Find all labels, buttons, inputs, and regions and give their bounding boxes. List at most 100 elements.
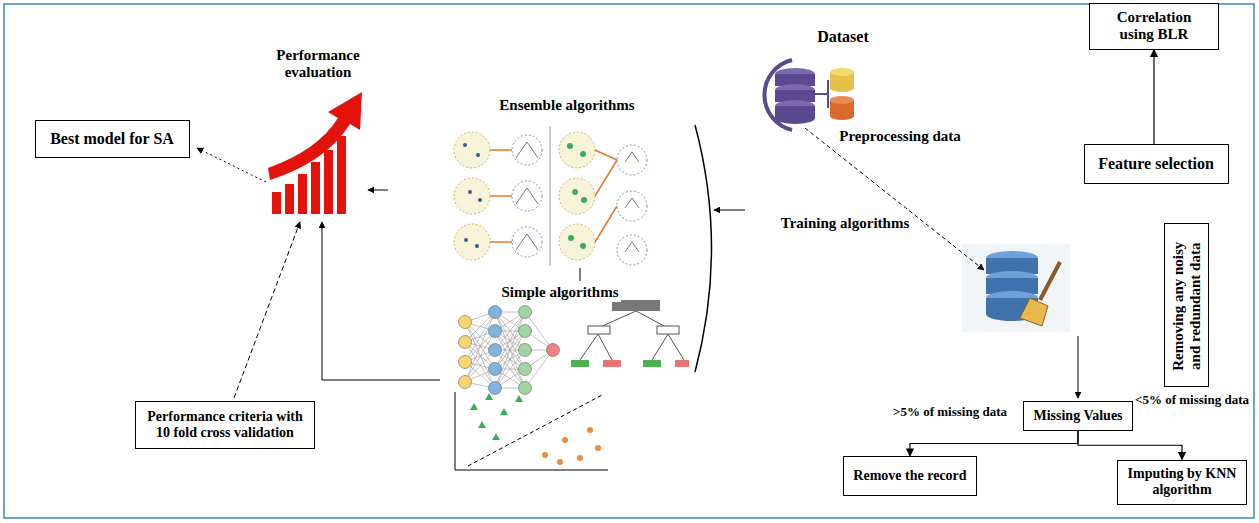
scatter-plot — [468, 394, 604, 466]
ensemble-illustration — [512, 181, 542, 211]
ensemble-illustration — [559, 224, 595, 260]
dataset-icon — [830, 68, 854, 76]
simple-illustration — [519, 363, 532, 376]
flow-arrow — [910, 431, 1078, 456]
ensemble-illustration — [454, 126, 647, 266]
scatter-plot — [587, 427, 593, 433]
scatter-plot — [470, 393, 523, 440]
ensemble-illustration — [512, 135, 542, 165]
simple-illustration — [489, 344, 502, 357]
simple-illustration — [455, 300, 689, 470]
ensemble-illustration — [490, 149, 512, 151]
scatter-plot — [455, 392, 608, 470]
label-text: Preprocessing data — [837, 128, 963, 145]
ensemble-illustration — [568, 235, 574, 241]
flow-arrow — [1153, 50, 1154, 145]
dataset-icon — [830, 84, 854, 92]
simple-illustration — [489, 382, 502, 395]
simple-illustration — [489, 306, 502, 319]
box-text: Imputing by KNN algorithm — [1127, 466, 1237, 498]
decision-tree — [603, 360, 621, 367]
ensemble-illustration — [454, 178, 490, 214]
dataset-icon — [815, 80, 828, 108]
performance-chart — [298, 174, 307, 214]
performance-chart — [337, 136, 346, 214]
box-text: Removing any noisy and redundant data — [1170, 231, 1205, 381]
label-text: Training algorithms — [779, 215, 911, 232]
outer-frame — [4, 4, 1254, 518]
decision-tree — [580, 311, 684, 360]
label-text: Ensemble algorithms — [497, 97, 636, 114]
ensemble-illustration — [454, 132, 490, 168]
simple-illustration — [519, 306, 532, 319]
ensemble-illustration — [580, 151, 586, 157]
dataset-icon — [830, 112, 854, 120]
ensemble-illustration — [463, 143, 467, 147]
scatter-plot — [577, 455, 583, 461]
box-text: Missing Values — [1033, 408, 1122, 424]
dataset-icon — [775, 112, 815, 124]
ensemble-illustration — [476, 153, 480, 157]
ensemble-illustration — [567, 143, 587, 249]
decision-tree — [643, 360, 661, 367]
ensemble-illustration — [516, 142, 639, 252]
ensemble-illustration — [475, 244, 479, 248]
ensemble-illustration — [617, 145, 647, 175]
connector-line — [580, 268, 581, 281]
simple-illustration — [495, 331, 525, 388]
scatter-plot — [542, 452, 548, 458]
ensemble-illustration — [595, 160, 617, 196]
decision-tree — [657, 326, 679, 334]
performance-chart — [324, 150, 333, 214]
ensemble-illustration — [478, 198, 482, 202]
scatter-plot — [455, 392, 608, 470]
ensemble-illustration — [595, 150, 617, 160]
dataset-icon — [830, 96, 854, 104]
scatter-plot — [515, 395, 523, 402]
box-text: Feature selection — [1098, 155, 1214, 173]
box-text: Correlation using BLR — [1099, 9, 1209, 44]
ensemble-illustration — [463, 143, 482, 248]
performance-chart — [311, 162, 320, 214]
ensemble-illustration — [550, 126, 551, 266]
process-box: Best model for SA — [35, 120, 190, 158]
flow-arrow — [1078, 431, 1182, 460]
simple-illustration — [495, 331, 525, 388]
process-box: Remove the record — [843, 456, 977, 496]
label-text: >5% of missing data — [891, 405, 1009, 420]
decision-tree — [571, 300, 689, 367]
scatter-plot — [478, 421, 486, 428]
ensemble-illustration — [580, 243, 586, 249]
ensemble-illustration — [490, 241, 512, 243]
label-text: <5% of missing data — [1133, 393, 1251, 408]
ensemble-illustration — [559, 132, 595, 168]
cleaning-database-icon — [962, 244, 1070, 332]
ensemble-illustration — [512, 135, 647, 265]
process-box: Imputing by KNN algorithm — [1117, 460, 1247, 505]
performance-chart — [285, 184, 294, 214]
ensemble-illustration — [516, 188, 538, 204]
simple-illustration — [495, 312, 525, 369]
vertical-process-box: Removing any noisy and redundant data — [1164, 223, 1209, 387]
ensemble-illustration — [572, 189, 578, 195]
flow-arrow — [1078, 336, 1079, 398]
cleaning-database-icon — [962, 244, 1070, 332]
ensemble-illustration — [625, 152, 639, 252]
box-text: Performance criteria with 10 fold cross … — [145, 409, 305, 441]
scatter-plot — [542, 427, 601, 465]
preprocessing-arrow — [805, 128, 984, 270]
cleaning-database-icon — [1020, 298, 1048, 326]
simple-illustration — [495, 312, 525, 369]
ensemble-illustration — [559, 178, 595, 214]
decision-tree — [612, 300, 660, 311]
ensemble-illustration — [581, 197, 587, 203]
ensemble-illustration — [617, 191, 647, 221]
performance-chart — [268, 92, 362, 180]
box-text: Best model for SA — [50, 130, 174, 148]
decision-tree — [571, 360, 589, 367]
simple-illustration — [459, 306, 560, 395]
scatter-plot — [500, 408, 508, 415]
process-box: Feature selection — [1084, 144, 1229, 184]
cleaning-database-icon — [1040, 262, 1060, 300]
